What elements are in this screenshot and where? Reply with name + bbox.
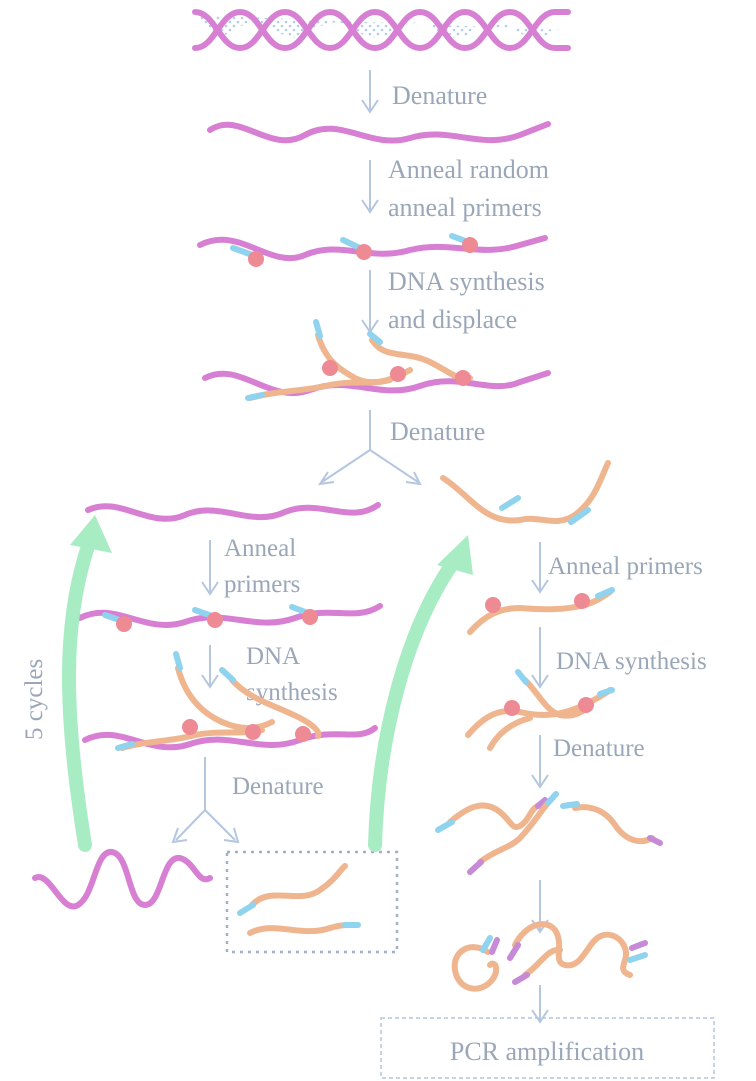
left-strand-with-primers [80,606,380,632]
label-synthesis-2: and displace [388,305,517,334]
strand-with-primers [200,236,545,267]
left-template-strand [88,505,378,519]
label-anneal-random-2: anneal primers [388,193,542,222]
step-arrow [532,627,548,687]
cycle-arrow-right [375,535,473,845]
label-right-denature: Denature [553,735,645,762]
free-template-strand [35,852,210,907]
denatured-strands [438,794,660,872]
step-arrow [532,735,548,787]
step-arrow [362,160,378,212]
label-left-anneal-2: primers [224,571,300,598]
double-helix-dna [195,12,568,48]
step-arrow [532,985,548,1022]
right-new-strand [443,463,608,522]
cycle-arrow-left [69,515,112,845]
label-right-synthesis: DNA synthesis [556,648,707,675]
label-left-anneal-1: Anneal [224,535,296,562]
label-denature-1: Denature [392,81,487,110]
new-strands [240,866,358,933]
label-denature-2: Denature [390,417,485,446]
label-left-denature: Denature [232,773,324,800]
step-arrow [202,540,218,594]
label-left-synthesis-1: DNA [246,643,300,670]
step-arrow [532,542,548,592]
label-pcr-amplification: PCR amplification [450,1037,644,1066]
label-anneal-random-1: Anneal random [388,155,549,184]
label-cycles: 5 cycles [21,659,48,740]
label-right-anneal: Anneal primers [548,553,703,580]
step-arrow [202,645,218,687]
amplified-products [455,924,645,989]
step-arrow [362,270,378,332]
single-strand-dna [210,124,548,141]
right-strand-with-primers [470,590,612,632]
step-arrow [362,70,378,112]
fork-arrow [173,757,238,842]
label-synthesis-1: DNA synthesis [388,267,545,296]
